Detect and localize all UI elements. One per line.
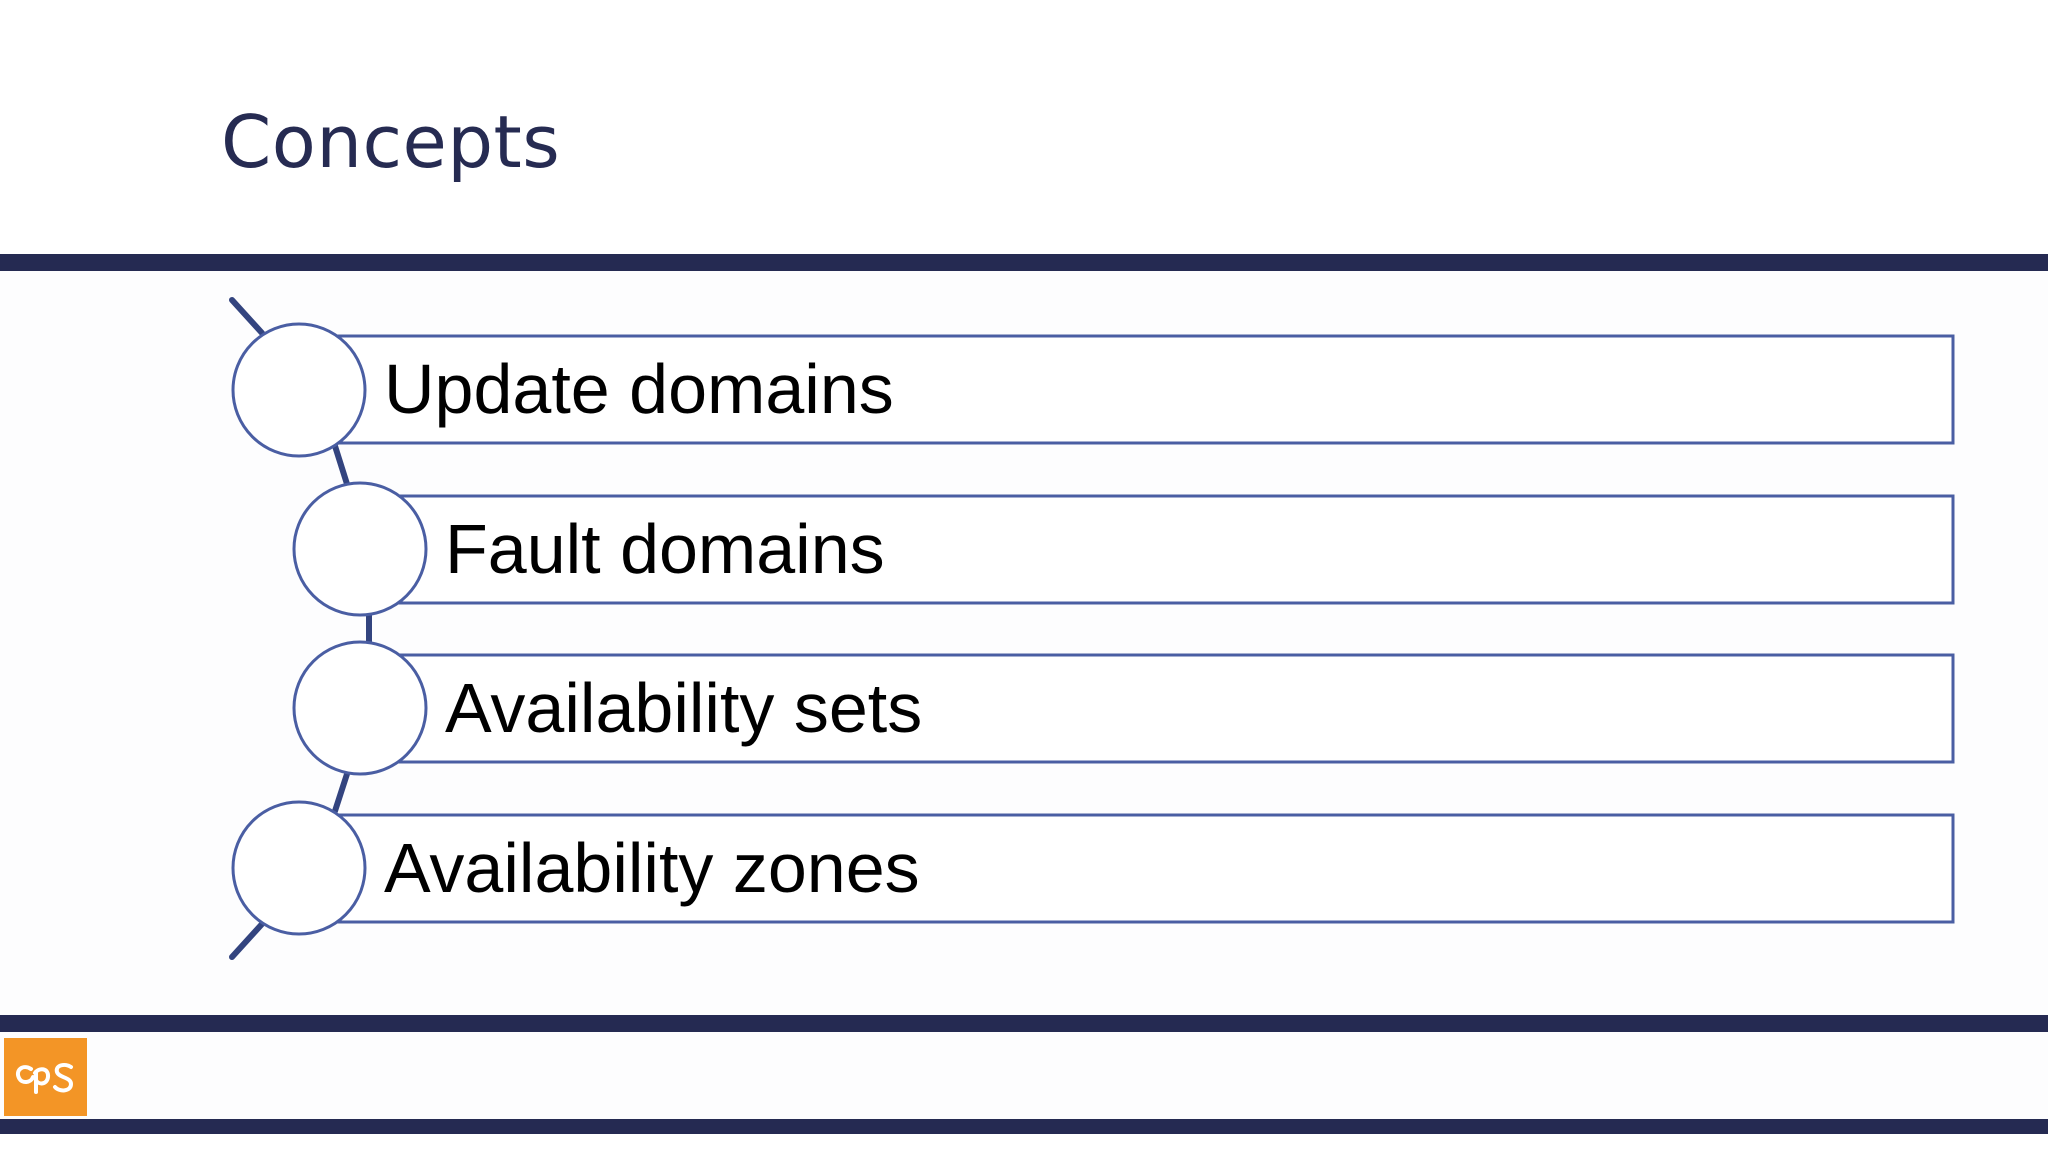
footer-divider-band (0, 1015, 2048, 1032)
bottom-band (0, 1119, 2048, 1134)
item-label-fault-domains: Fault domains (445, 510, 885, 588)
content-area (0, 271, 2048, 1015)
item-label-availability-zones: Availability zones (384, 829, 920, 907)
footer-strip (0, 1032, 2048, 1119)
item-label-availability-sets: Availability sets (445, 669, 923, 747)
item-label-update-domains: Update domains (384, 350, 894, 428)
cps-logo-mark (15, 1062, 73, 1094)
cps-logo-icon (4, 1038, 87, 1116)
header-divider-band (0, 254, 2048, 271)
slide-title: Concepts (221, 100, 561, 184)
